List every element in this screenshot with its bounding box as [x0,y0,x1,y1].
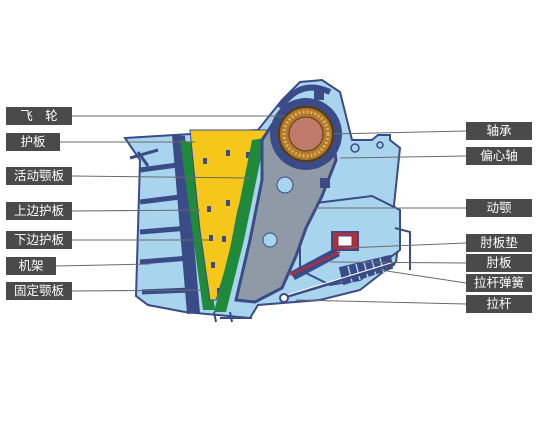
eccentric-shaft [288,116,324,152]
label-eccentric-shaft: 偏心轴 [466,147,532,165]
label-tension-spring: 拉杆弹簧 [466,274,532,292]
label-guard-plate: 护板 [6,133,60,151]
label-toggle-seat: 肘板垫 [466,234,532,252]
label-toggle-plate: 肘板 [466,254,532,272]
adjusting-bolt [129,148,159,167]
rod-pivot [279,293,289,303]
tension-rod [281,262,396,300]
label-flywheel: 飞 轮 [6,107,72,125]
label-fixed-jaw-plate: 固定颚板 [6,282,72,300]
label-moving-jaw: 动颚 [466,199,532,217]
label-bearing: 轴承 [466,122,532,140]
frame-block [320,178,330,188]
toggle-seat-inner [337,235,353,247]
frame-bolt [350,143,360,153]
toggle-seat-line [289,251,341,276]
tension-rod-highlight [283,261,395,297]
label-upper-side-guard: 上边护板 [6,202,72,220]
plate-bolts [203,150,250,294]
bottom-brackets [213,311,252,323]
label-moving-jaw-plate: 活动颚板 [6,167,72,185]
jaw-hole-upper [276,176,294,194]
leader-lines [55,115,467,305]
label-frame: 机架 [6,257,56,275]
bearing-ring-inner [282,110,330,158]
label-lower-side-guard: 下边护板 [6,231,72,249]
rear-hook [394,227,411,270]
fixed-jaw-plate [172,135,200,314]
jaw-facing-plate [214,138,265,312]
flywheel-arc [277,84,332,110]
flywheel-block [314,90,324,100]
label-tension-rod: 拉杆 [466,295,532,313]
jaw-hole-lower [262,232,278,248]
frame-bolt [376,141,384,149]
